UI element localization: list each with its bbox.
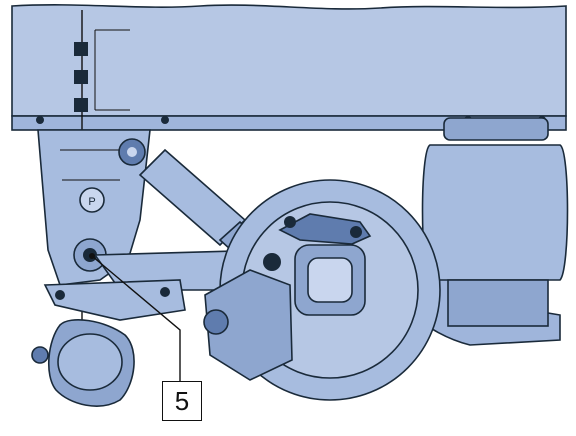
brake-chamber	[31, 319, 135, 407]
clamp-bolt	[284, 216, 296, 228]
callout-leader-line	[91, 255, 181, 381]
bracket-bolt	[74, 70, 88, 84]
brake-caliper	[203, 253, 293, 381]
slack-adjuster-body	[43, 279, 186, 321]
air-spring	[421, 117, 569, 327]
frame-bolt	[161, 116, 169, 124]
axle-clamp	[278, 213, 372, 245]
bracket-bolt	[74, 42, 88, 56]
chamber-diaphragm	[57, 333, 123, 391]
bracket-outline	[94, 29, 130, 111]
hub-cap	[307, 257, 353, 303]
frame-bolt	[36, 116, 44, 124]
caliper-body	[204, 269, 293, 381]
adjuster-bolt	[160, 287, 170, 297]
air-spring-top-plate	[443, 117, 549, 141]
caliper-bolt	[263, 253, 281, 271]
bracket-bolt	[74, 98, 88, 112]
hanger-ribs	[60, 149, 130, 181]
callout-number: 5	[174, 385, 190, 416]
hanger-badge	[79, 187, 105, 213]
frame-rail	[11, 4, 567, 117]
chassis-frame	[11, 4, 567, 131]
air-fitting	[31, 346, 49, 364]
caliper-piston	[203, 309, 229, 335]
hanger-badge-text: P	[88, 196, 95, 208]
shock-eye-center	[127, 147, 137, 157]
air-spring-piston	[447, 279, 549, 327]
air-spring-bellows	[421, 144, 569, 281]
frame-flange	[11, 115, 567, 131]
adjuster-bolt	[55, 290, 65, 300]
callout-anchor-dot	[89, 253, 95, 259]
slack-adjuster	[43, 279, 186, 321]
clamp-bolt	[350, 226, 362, 238]
callout-label: 5	[162, 381, 202, 421]
